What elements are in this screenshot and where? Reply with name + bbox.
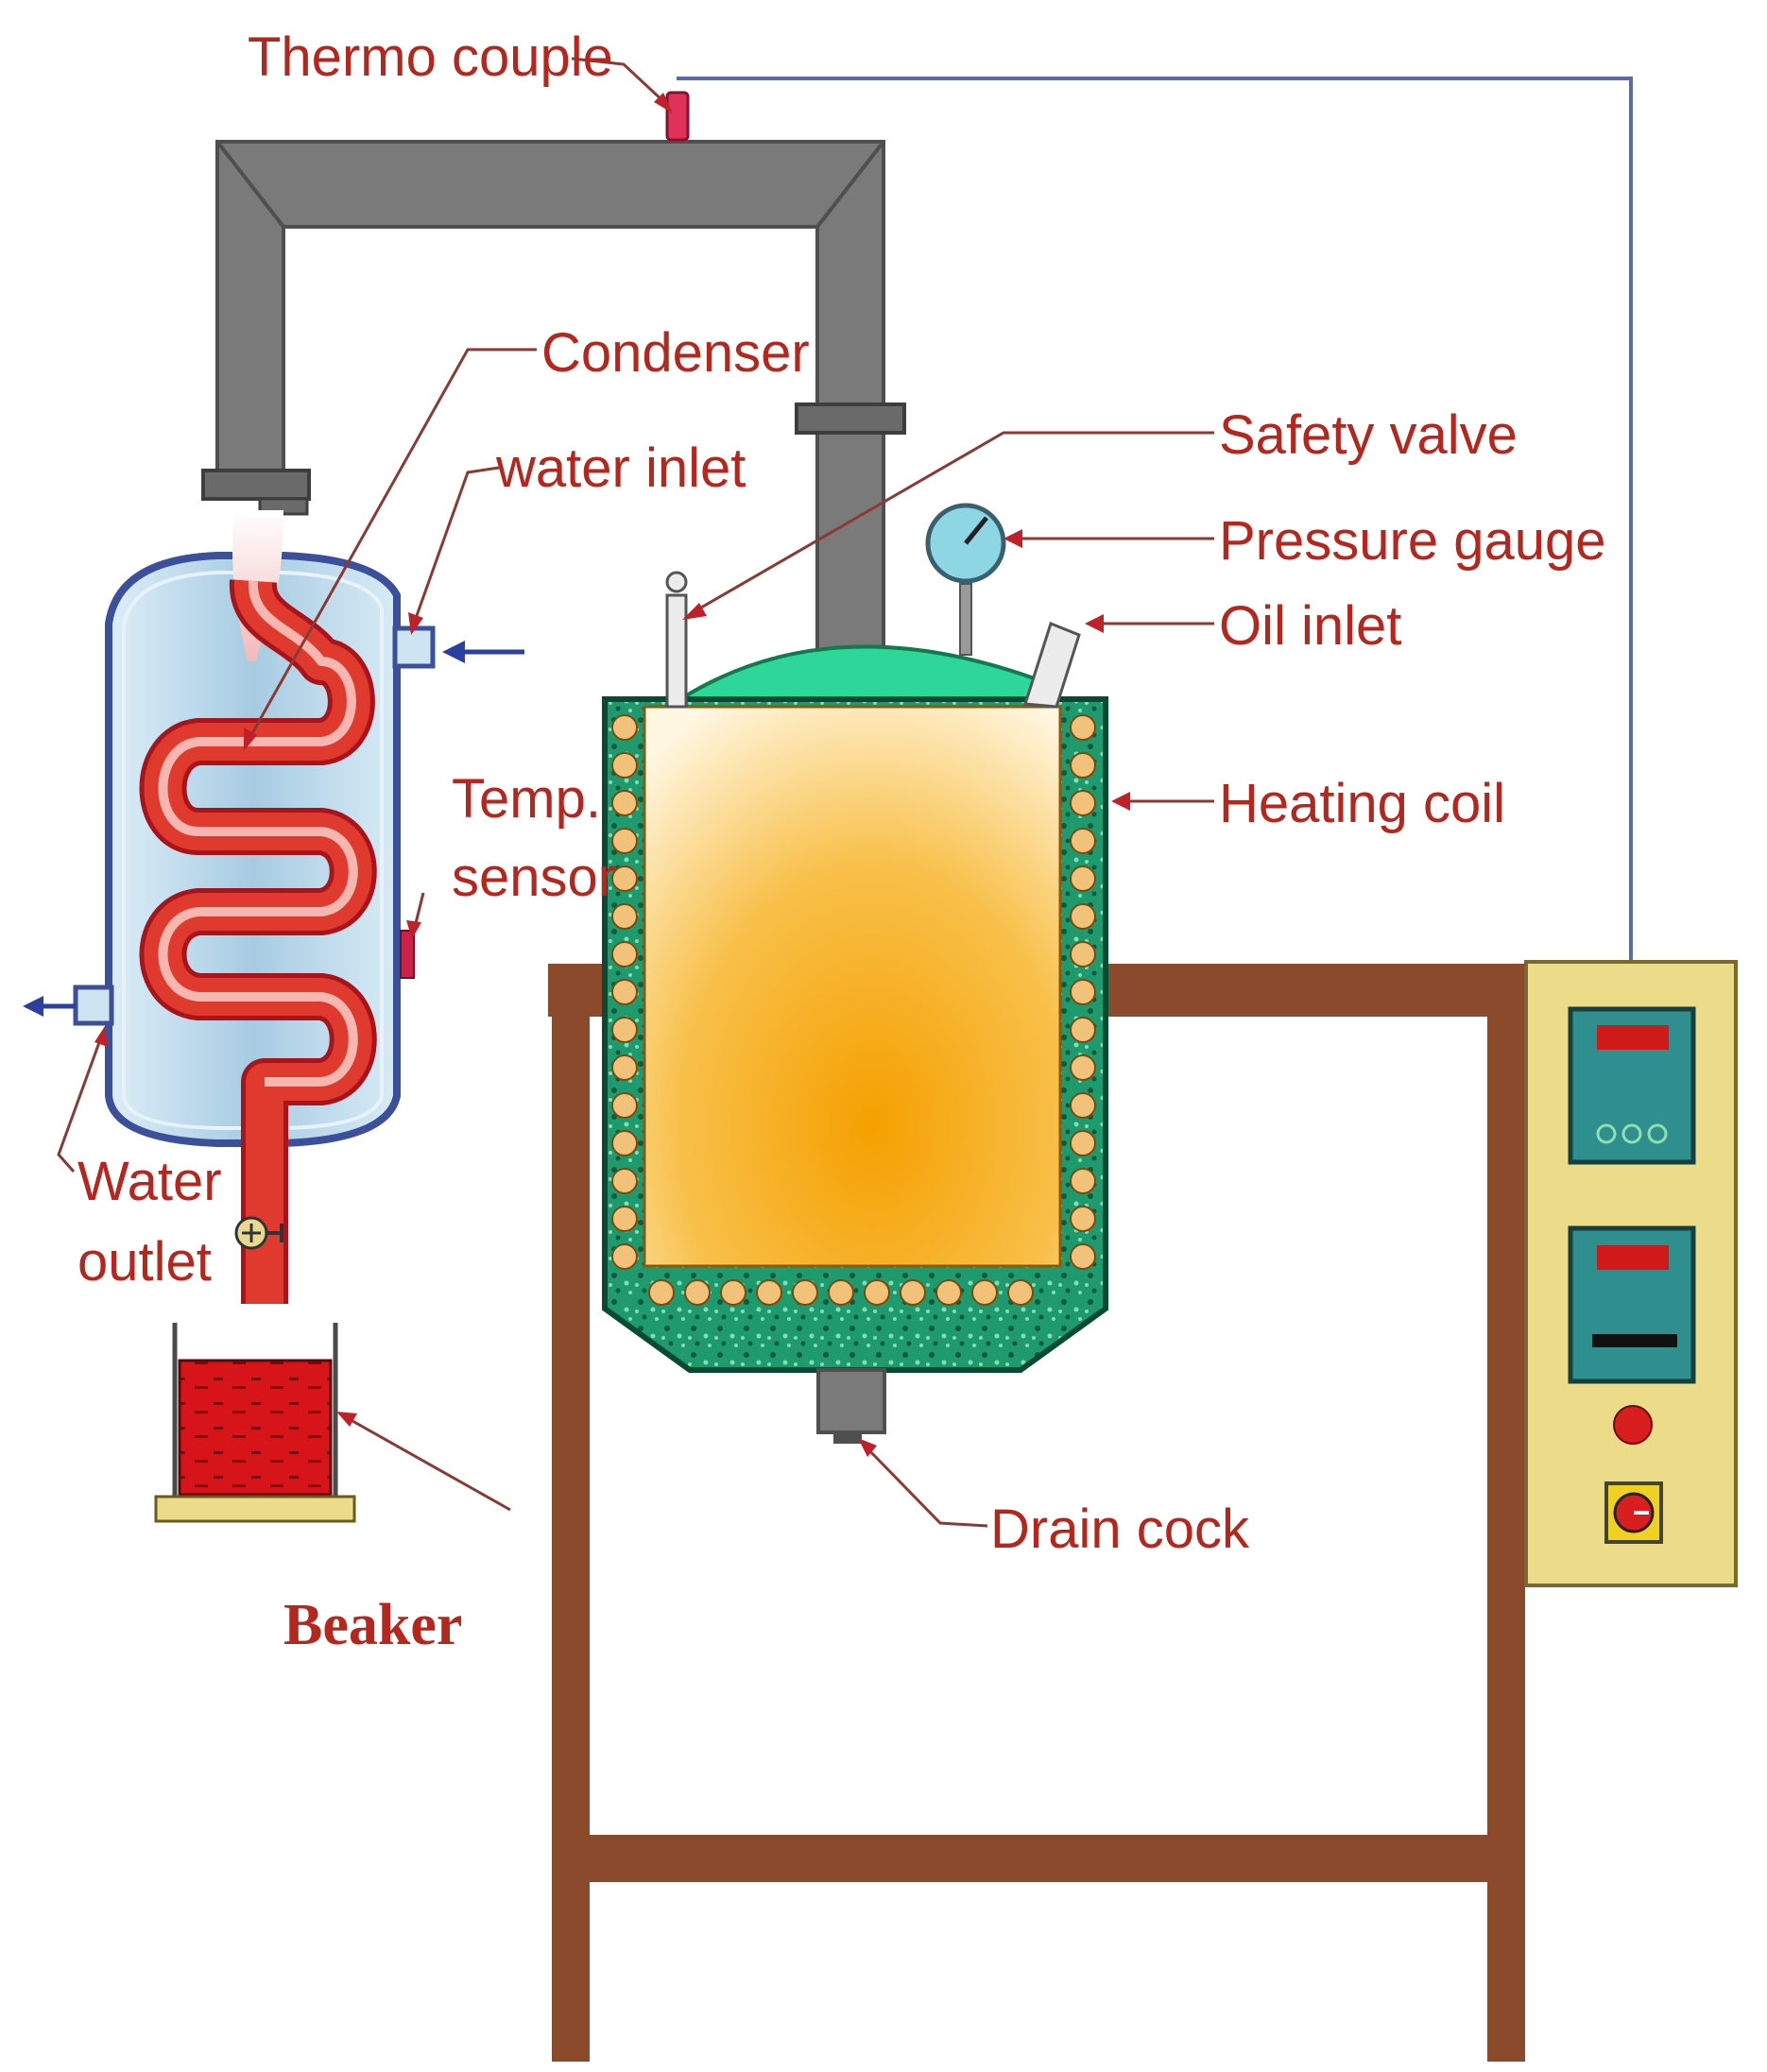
heating-coil-bead bbox=[684, 1279, 711, 1306]
label-safety-valve: Safety valve bbox=[1219, 404, 1518, 466]
heating-coil-bead bbox=[1007, 1279, 1034, 1306]
heating-coil-bead bbox=[864, 1279, 890, 1306]
heating-coil-bead bbox=[611, 1206, 638, 1232]
heating-coil-bead bbox=[611, 828, 638, 854]
label-heating-coil: Heating coil bbox=[1219, 773, 1505, 834]
heating-coil-bead bbox=[1070, 1243, 1096, 1270]
label-drain-cock: Drain cock bbox=[990, 1498, 1250, 1560]
control-panel bbox=[1524, 960, 1738, 1587]
heating-coil-bead bbox=[1070, 1092, 1096, 1119]
heating-coil-beads bbox=[611, 714, 1096, 1306]
heating-coil-bead bbox=[611, 865, 638, 892]
heating-coil-bead bbox=[720, 1279, 746, 1306]
heating-coil-bead bbox=[611, 941, 638, 968]
heating-coil-bead bbox=[1070, 828, 1096, 854]
label-water-outlet-line1: Water bbox=[77, 1151, 222, 1212]
label-condenser: Condenser bbox=[541, 322, 810, 384]
heating-coil-bead bbox=[971, 1279, 998, 1306]
label-thermo-couple: Thermo couple bbox=[248, 26, 613, 88]
heating-coil-bead bbox=[1070, 941, 1096, 968]
heating-coil-bead bbox=[1070, 752, 1096, 779]
water-flow-arrows bbox=[23, 641, 524, 1017]
temp-sensor-probe bbox=[400, 930, 415, 979]
heating-coil-bead bbox=[611, 1017, 638, 1043]
reactor bbox=[602, 503, 1108, 1444]
heating-coil-bead bbox=[1070, 865, 1096, 892]
label-pressure-gauge: Pressure gauge bbox=[1219, 510, 1605, 572]
heating-coil-bead bbox=[1070, 979, 1096, 1005]
heating-coil-bead bbox=[900, 1279, 926, 1306]
thermocouple-probe bbox=[665, 91, 690, 142]
heating-coil-bead bbox=[611, 714, 638, 741]
heating-coil-bead bbox=[1070, 790, 1096, 816]
label-temp-sensor-line1: Temp. bbox=[452, 768, 601, 830]
heating-coil-bead bbox=[1070, 903, 1096, 930]
heating-coil-bead bbox=[648, 1279, 675, 1306]
heating-coil-bead bbox=[828, 1279, 854, 1306]
condenser-coil bbox=[139, 579, 377, 1304]
label-beaker: Beaker bbox=[283, 1593, 462, 1657]
label-oil-inlet: Oil inlet bbox=[1219, 595, 1401, 657]
label-temp-sensor-line2: sensor bbox=[452, 847, 616, 908]
outlet-valve bbox=[234, 1216, 283, 1250]
heating-coil-bead bbox=[611, 1092, 638, 1119]
heating-coil-bead bbox=[1070, 1017, 1096, 1043]
heating-coil-bead bbox=[611, 979, 638, 1005]
thermocouple-wire bbox=[677, 77, 1633, 962]
heating-coil-bead bbox=[611, 790, 638, 816]
label-water-inlet: water inlet bbox=[495, 437, 746, 499]
vapor-pipe bbox=[201, 140, 906, 706]
heating-coil-bead bbox=[611, 1168, 638, 1194]
heating-coil-bead bbox=[1070, 1206, 1096, 1232]
label-water-outlet-line2: outlet bbox=[77, 1231, 212, 1293]
heating-coil-bead bbox=[611, 1054, 638, 1081]
heating-coil-bead bbox=[611, 903, 638, 930]
heating-coil-bead bbox=[611, 1243, 638, 1270]
heating-coil-bead bbox=[756, 1279, 782, 1306]
beaker bbox=[154, 1323, 356, 1523]
heating-coil-bead bbox=[611, 752, 638, 779]
leader-lines bbox=[57, 57, 1214, 1528]
heating-coil-bead bbox=[1070, 1054, 1096, 1081]
labels: Thermo couple Condenser water inlet Safe… bbox=[77, 26, 1605, 1657]
heating-coil-bead bbox=[935, 1279, 962, 1306]
heating-coil-bead bbox=[1070, 1130, 1096, 1156]
heating-coil-bead bbox=[792, 1279, 818, 1306]
heating-coil-bead bbox=[1070, 714, 1096, 741]
heating-coil-bead bbox=[1070, 1168, 1096, 1194]
heating-coil-bead bbox=[611, 1130, 638, 1156]
